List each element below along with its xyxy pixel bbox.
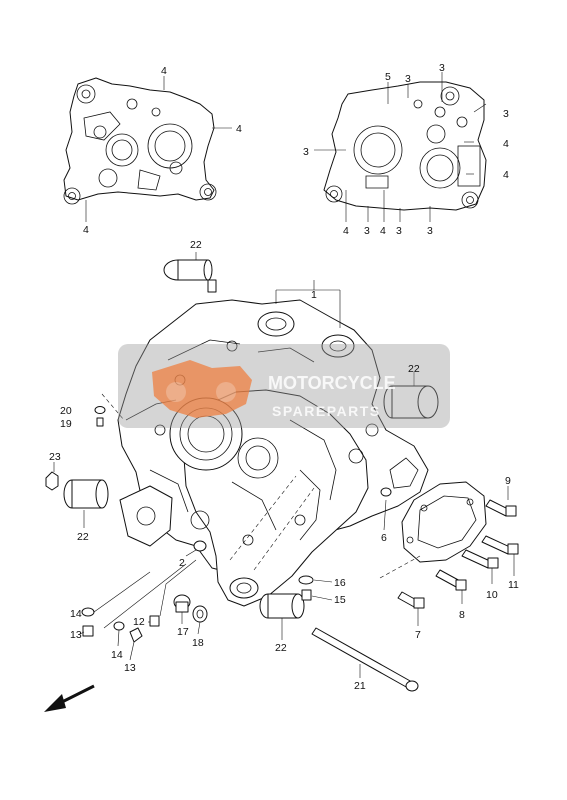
- callout-7: 7: [415, 629, 421, 641]
- callout-22: 22: [77, 531, 89, 543]
- bearing-22-top: [163, 259, 217, 293]
- washer-14-center: [113, 621, 125, 631]
- bolt-11: [481, 535, 519, 555]
- callout-11: 11: [508, 579, 519, 591]
- callout-3: 3: [396, 225, 402, 237]
- crankcase-left-half-view: [63, 77, 217, 205]
- callout-13: 13: [124, 662, 136, 674]
- callout-10: 10: [486, 589, 498, 601]
- bolt-8: [435, 569, 467, 591]
- bolt-7: [397, 591, 425, 609]
- callout-3: 3: [405, 73, 411, 85]
- callout-18: 18: [192, 637, 204, 649]
- callout-22: 22: [275, 642, 287, 654]
- callout-21: 21: [354, 680, 366, 692]
- callout-3: 3: [427, 225, 433, 237]
- plug-15: [301, 589, 312, 601]
- washer-16: [298, 575, 314, 585]
- callout-9: 9: [505, 475, 511, 487]
- callout-13: 13: [70, 629, 82, 641]
- bolt-9: [485, 499, 517, 517]
- callout-14: 14: [111, 649, 123, 661]
- callout-2: 2: [179, 557, 185, 569]
- bolt-13-left: [82, 625, 94, 637]
- side-cover: [401, 481, 487, 563]
- callout-20: 20: [60, 405, 72, 417]
- callout-4: 4: [503, 169, 509, 181]
- callout-19: 19: [60, 418, 72, 430]
- callout-1: 1: [311, 289, 317, 301]
- callout-3: 3: [439, 62, 445, 74]
- callout-8: 8: [459, 609, 465, 621]
- callout-22: 22: [408, 363, 420, 375]
- bolt-13-center: [129, 627, 143, 643]
- cap-17: [173, 594, 191, 613]
- watermark-line2: SPAREPARTS: [272, 403, 381, 419]
- callout-12: 12: [133, 616, 145, 628]
- watermark-line1: MOTORCYCLE: [268, 373, 396, 393]
- plug-19: [96, 417, 104, 427]
- watermark-orange-logo: [152, 360, 252, 418]
- fitting-12: [149, 615, 160, 627]
- callout-4: 4: [503, 138, 509, 150]
- watermark: MOTORCYCLE SPAREPARTS: [118, 344, 450, 428]
- callout-15: 15: [334, 594, 346, 606]
- nut-23: [45, 471, 59, 491]
- callout-23: 23: [49, 451, 61, 463]
- callout-4: 4: [343, 225, 349, 237]
- callout-4: 4: [161, 65, 167, 77]
- callout-4: 4: [380, 225, 386, 237]
- callout-4: 4: [236, 123, 242, 135]
- dowel-2: [193, 540, 207, 552]
- crankcase-right-half-view: [323, 81, 487, 211]
- stud-bolt-21: [311, 627, 419, 692]
- washer-20: [94, 406, 106, 414]
- washer-14-left: [81, 607, 95, 617]
- o-ring-18: [192, 605, 208, 623]
- callout-16: 16: [334, 577, 346, 589]
- callout-4: 4: [83, 224, 89, 236]
- callout-14: 14: [70, 608, 82, 620]
- callout-labels: 4 4 4 5 3 3 3 3 4 4 4 3 4 3 3 22 1 22 20…: [49, 62, 519, 692]
- callout-3: 3: [503, 108, 509, 120]
- bolt-10: [461, 549, 499, 569]
- callout-5: 5: [385, 71, 391, 83]
- callout-6: 6: [381, 532, 387, 544]
- callout-3: 3: [364, 225, 370, 237]
- callout-17: 17: [177, 626, 189, 638]
- callout-22: 22: [190, 239, 202, 251]
- bearing-22-left: [63, 479, 109, 509]
- bearing-22-bottom: [259, 593, 305, 619]
- dowel-6: [380, 487, 392, 497]
- callout-3: 3: [303, 146, 309, 158]
- bearing-22-right: [383, 385, 439, 419]
- direction-arrow-icon: [44, 684, 95, 712]
- leader-lines: [53, 72, 515, 678]
